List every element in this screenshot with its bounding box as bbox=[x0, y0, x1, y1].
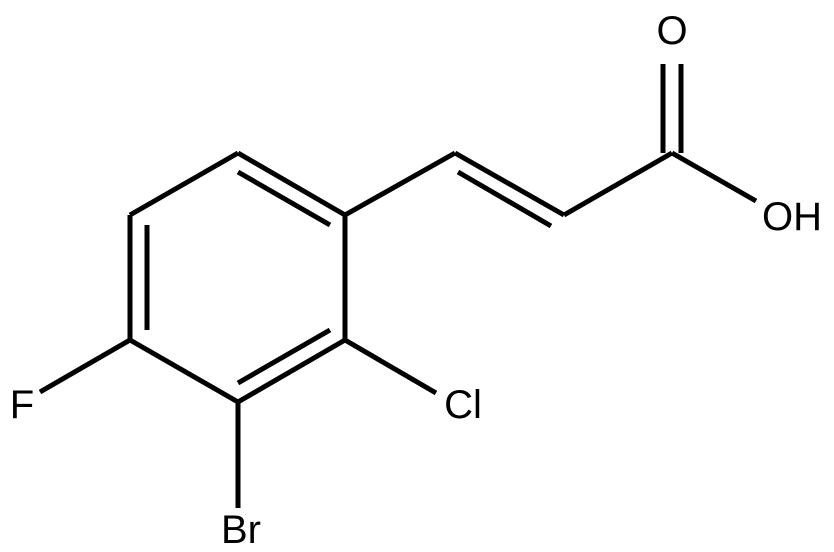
alkene-double-bond bbox=[453, 150, 566, 218]
hydroxyl-label: OH bbox=[762, 195, 822, 239]
bond-ring-to-alkene bbox=[343, 150, 457, 218]
ring-bond-c5-c6 bbox=[236, 337, 347, 405]
ring-bond-c1-c2 bbox=[236, 150, 347, 218]
alkene-double-bond-inner bbox=[456, 169, 553, 229]
ring-bond-c1-c2-inner bbox=[236, 169, 332, 228]
bromine-label: Br bbox=[221, 508, 261, 552]
bond-to-chlorine bbox=[343, 337, 438, 396]
ring-bond-c4-c5 bbox=[128, 337, 240, 405]
bond-alkene-to-carboxyl bbox=[562, 150, 674, 218]
acrylic-acid-chain bbox=[343, 64, 758, 229]
fluorine-label: F bbox=[10, 383, 34, 427]
chlorine-label: Cl bbox=[444, 383, 482, 427]
ring-bond-c2-c3 bbox=[128, 150, 240, 218]
atom-labels: O OH Cl F Br bbox=[10, 9, 822, 552]
bond-to-fluorine bbox=[38, 337, 132, 395]
bond-to-hydroxyl bbox=[670, 150, 758, 204]
benzene-ring bbox=[127, 150, 348, 405]
substituent-bonds bbox=[38, 337, 438, 508]
ring-bond-c5-c6-inner bbox=[236, 327, 332, 386]
oxygen-carbonyl-label: O bbox=[656, 9, 687, 53]
